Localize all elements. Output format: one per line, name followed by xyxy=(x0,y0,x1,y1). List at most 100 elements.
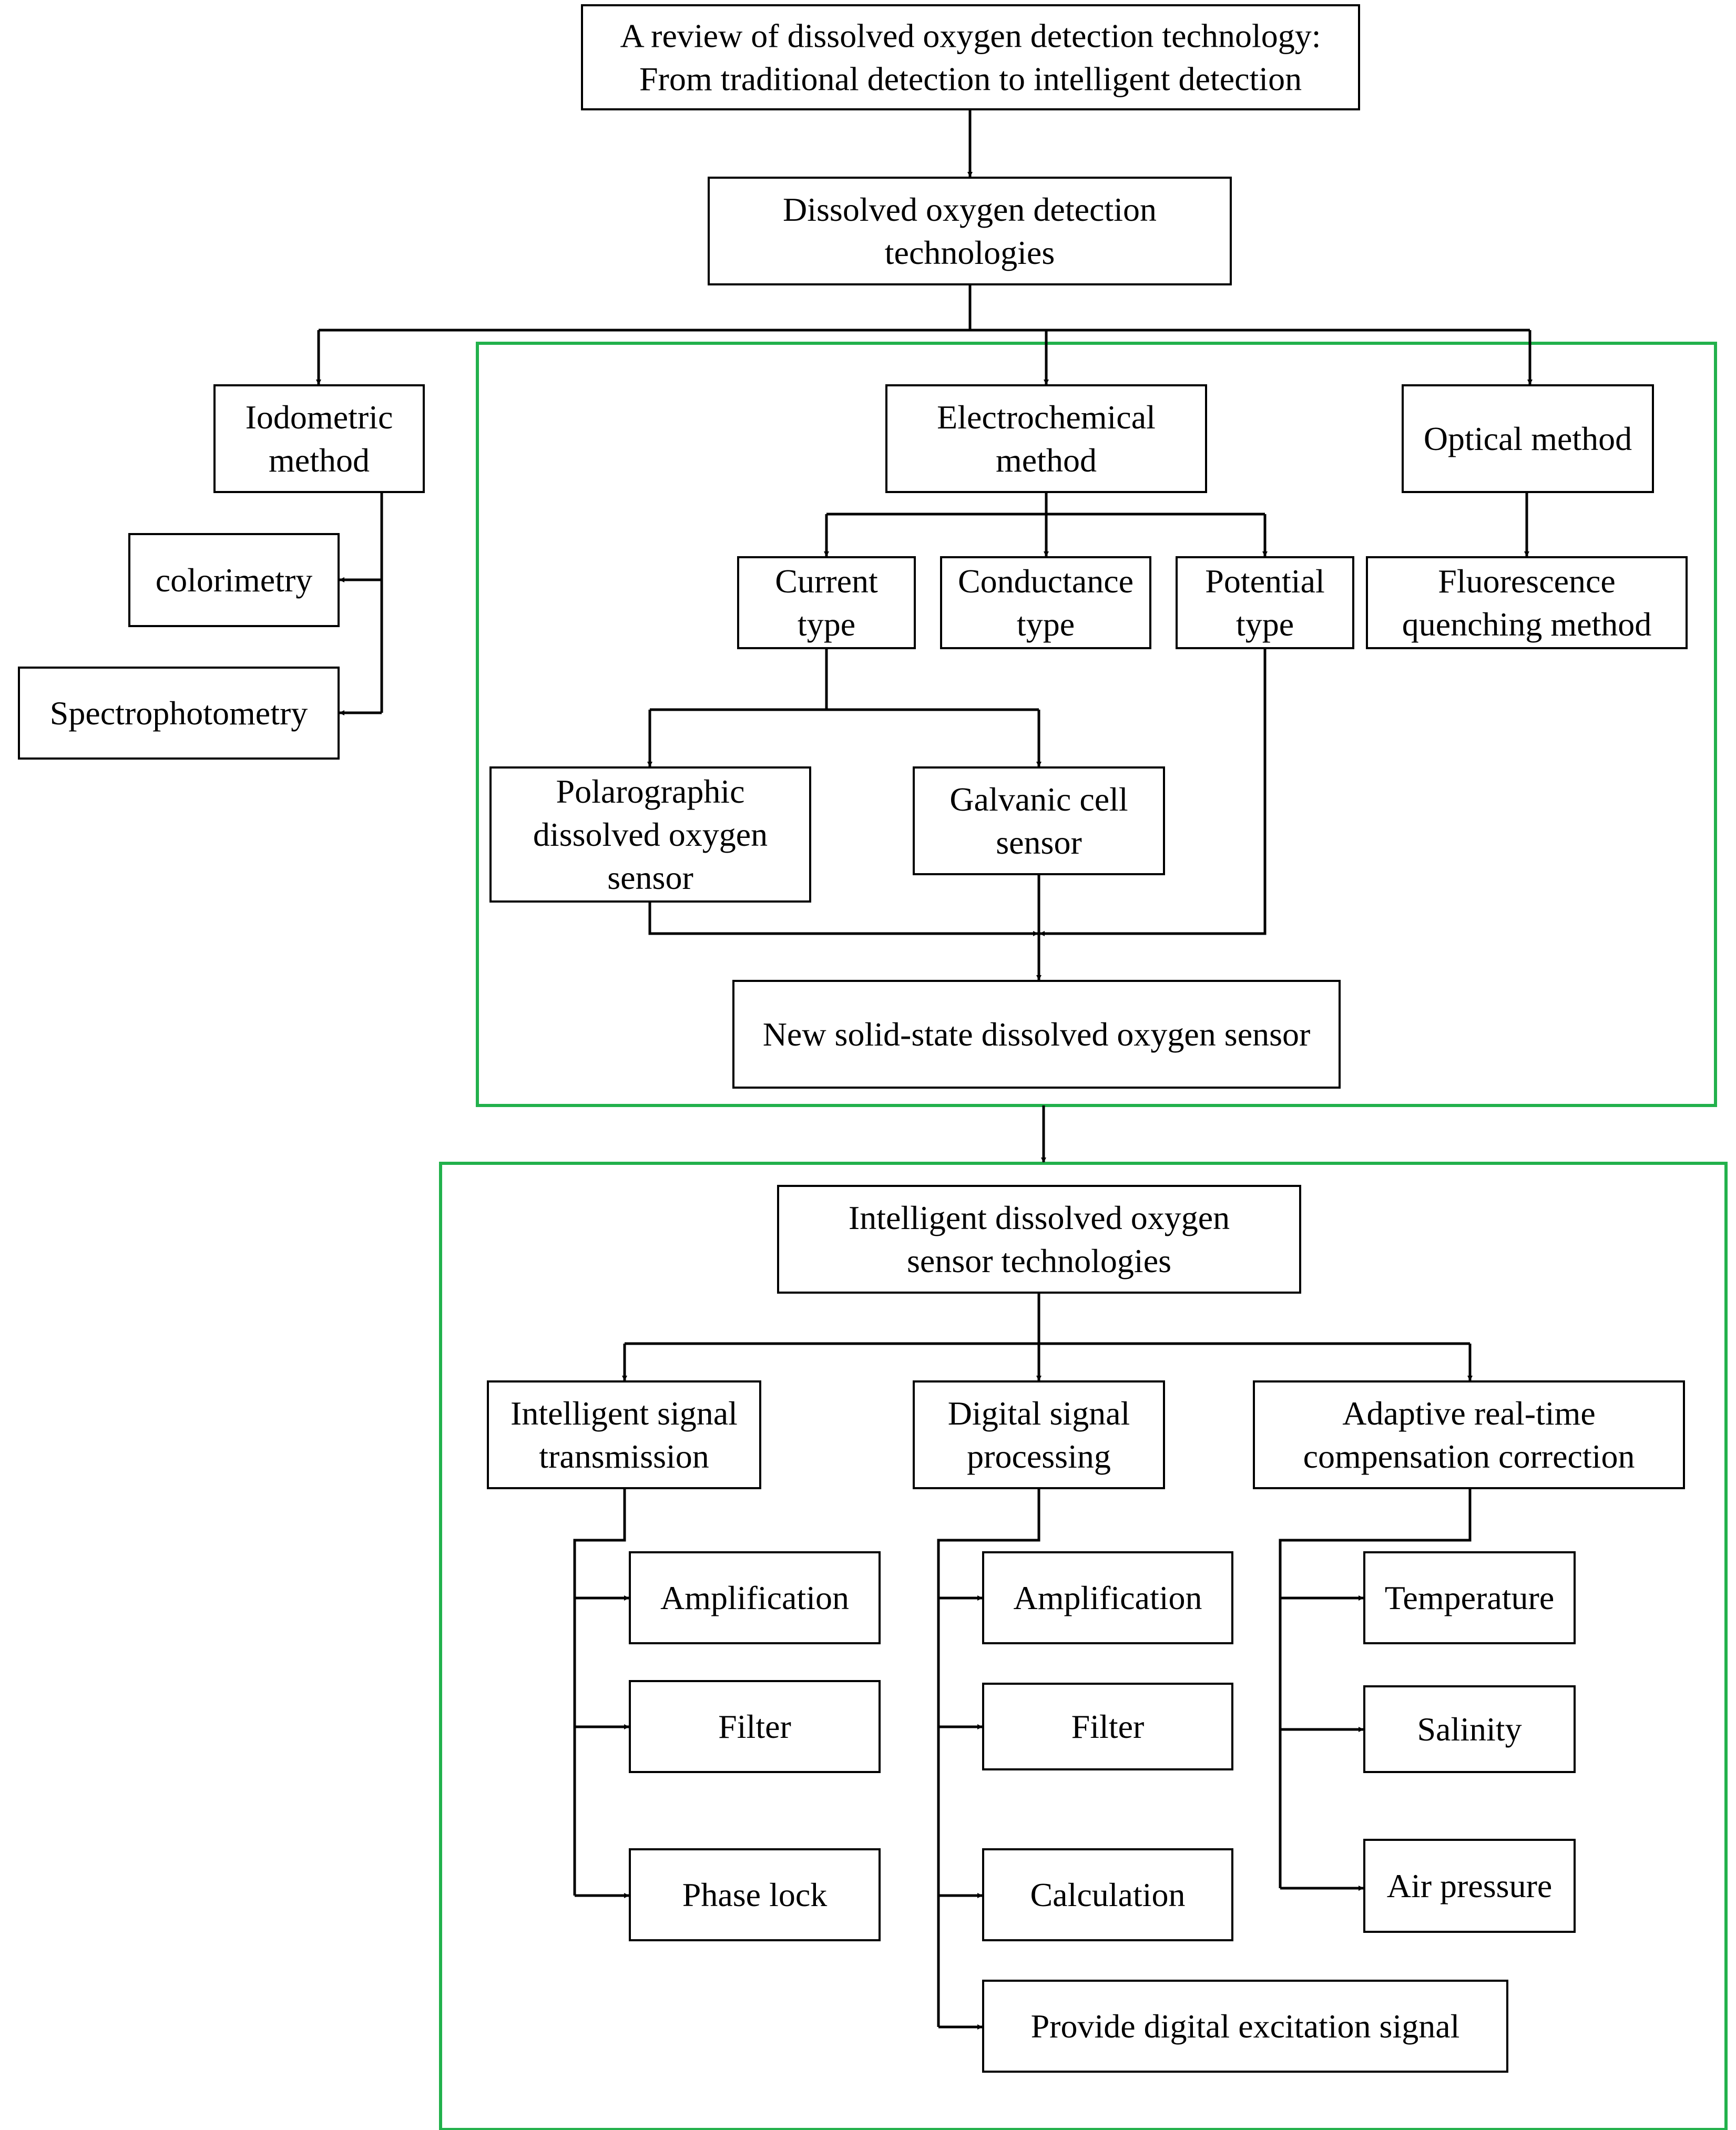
node-label-line: Air pressure xyxy=(1387,1867,1553,1904)
node-label-line: Amplification xyxy=(1013,1579,1202,1616)
arrow-connector xyxy=(1039,648,1267,936)
node-label-line: Iodometric xyxy=(246,398,393,436)
node-spectro: Spectrophotometry xyxy=(18,667,340,760)
node-label-line: sensor xyxy=(607,859,693,896)
node-box xyxy=(885,384,1207,493)
line-connector xyxy=(937,1488,1040,2027)
node-fluorescence: Fluorescence quenching method xyxy=(1366,556,1688,649)
node-label-line: Intelligent dissolved oxygen xyxy=(849,1199,1230,1236)
node-label-line: quenching method xyxy=(1402,606,1652,643)
node-label-line: From traditional detection to intelligen… xyxy=(639,60,1302,98)
node-label-line: Calculation xyxy=(1030,1876,1185,1913)
node-root: A review of dissolved oxygen detection t… xyxy=(581,4,1360,110)
node-dsp-calc: Calculation xyxy=(982,1848,1233,1941)
node-intelligent: Intelligent dissolved oxygen sensor techn… xyxy=(777,1185,1301,1294)
node-label-line: processing xyxy=(967,1438,1111,1475)
node-box xyxy=(982,1683,1233,1770)
node-label-line: Digital signal xyxy=(948,1395,1130,1432)
node-box xyxy=(732,980,1341,1089)
node-label-line: New solid-state dissolved oxygen sensor xyxy=(763,1016,1311,1053)
node-label-line: Filter xyxy=(1071,1708,1145,1745)
node-label-line: type xyxy=(1236,606,1294,643)
node-conductance: Conductance type xyxy=(940,556,1151,649)
node-label-line: A review of dissolved oxygen detection t… xyxy=(620,17,1321,55)
node-arc-air: Air pressure xyxy=(1363,1839,1576,1933)
node-box xyxy=(629,1848,881,1941)
node-box xyxy=(487,1380,761,1489)
node-box xyxy=(982,1848,1233,1941)
node-label-line: Temperature xyxy=(1385,1579,1554,1616)
node-box xyxy=(940,556,1151,649)
node-box xyxy=(581,4,1360,110)
node-box xyxy=(982,1551,1233,1644)
node-box xyxy=(913,1380,1165,1489)
node-label-line: Dissolved oxygen detection xyxy=(783,191,1157,228)
node-label-line: Galvanic cell xyxy=(949,781,1128,818)
node-label-line: Potential xyxy=(1205,562,1325,600)
node-polarographic: Polarographic dissolved oxygen sensor xyxy=(489,766,811,903)
intelligent-technologies-group xyxy=(439,1162,1728,2130)
node-optical: Optical method xyxy=(1402,384,1654,493)
node-ist: Intelligent signal transmission xyxy=(487,1380,761,1489)
node-box xyxy=(982,1980,1508,2073)
node-label-line: Intelligent signal xyxy=(510,1395,738,1432)
node-label-line: Conductance xyxy=(958,562,1133,600)
node-ist-amp: Amplification xyxy=(629,1551,881,1644)
node-label-line: Fluorescence xyxy=(1438,562,1616,600)
line-connector xyxy=(573,1488,626,1896)
node-label-line: Amplification xyxy=(660,1579,849,1616)
node-label-line: dissolved oxygen xyxy=(533,816,768,853)
node-box xyxy=(777,1185,1301,1294)
node-label-line: Optical method xyxy=(1424,420,1632,457)
node-label-line: sensor technologies xyxy=(907,1242,1171,1279)
node-label-line: method xyxy=(996,442,1097,479)
node-box xyxy=(1176,556,1354,649)
node-dsp-filter: Filter xyxy=(982,1683,1233,1770)
node-colorimetry: colorimetry xyxy=(128,533,340,627)
arrow-connector xyxy=(648,902,1038,936)
node-label-line: Electrochemical xyxy=(937,398,1156,436)
node-dsp-excite: Provide digital excitation signal xyxy=(982,1980,1508,2073)
node-box xyxy=(629,1551,881,1644)
node-potential: Potential type xyxy=(1176,556,1354,649)
node-label-line: Adaptive real-time xyxy=(1342,1395,1596,1432)
node-ist-phase: Phase lock xyxy=(629,1848,881,1941)
node-box xyxy=(629,1680,881,1773)
node-label-line: colorimetry xyxy=(156,561,313,599)
node-ist-filter: Filter xyxy=(629,1680,881,1773)
node-dsp-amp: Amplification xyxy=(982,1551,1233,1644)
line-connector xyxy=(1279,1488,1472,1888)
node-box xyxy=(1363,1839,1576,1933)
node-label-line: type xyxy=(798,606,855,643)
node-arc-temp: Temperature xyxy=(1363,1551,1576,1644)
node-label-line: transmission xyxy=(539,1438,709,1475)
node-box xyxy=(1366,556,1688,649)
node-box xyxy=(18,667,340,760)
node-label-line: Provide digital excitation signal xyxy=(1031,2008,1460,2045)
node-label-line: Spectrophotometry xyxy=(50,694,308,732)
node-box xyxy=(913,766,1165,875)
node-label-line: Phase lock xyxy=(682,1876,828,1913)
node-box xyxy=(489,766,811,903)
node-box xyxy=(1363,1551,1576,1644)
node-label-line: type xyxy=(1017,606,1075,643)
node-label-line: compensation correction xyxy=(1303,1438,1635,1475)
node-box xyxy=(1363,1685,1576,1773)
node-label-line: Polarographic xyxy=(556,773,745,810)
node-current: Current type xyxy=(737,556,916,649)
node-box xyxy=(1402,384,1654,493)
node-arc: Adaptive real-time compensation correctio… xyxy=(1253,1380,1685,1489)
node-box xyxy=(128,533,340,627)
node-arc-sal: Salinity xyxy=(1363,1685,1576,1773)
connector-lines xyxy=(316,109,1533,2030)
node-box xyxy=(1253,1380,1685,1489)
node-box xyxy=(708,177,1232,285)
node-label-line: Salinity xyxy=(1417,1711,1521,1748)
node-box xyxy=(737,556,916,649)
node-label-line: Current xyxy=(775,562,878,600)
node-solid: New solid-state dissolved oxygen sensor xyxy=(732,980,1341,1089)
node-box xyxy=(213,384,425,493)
